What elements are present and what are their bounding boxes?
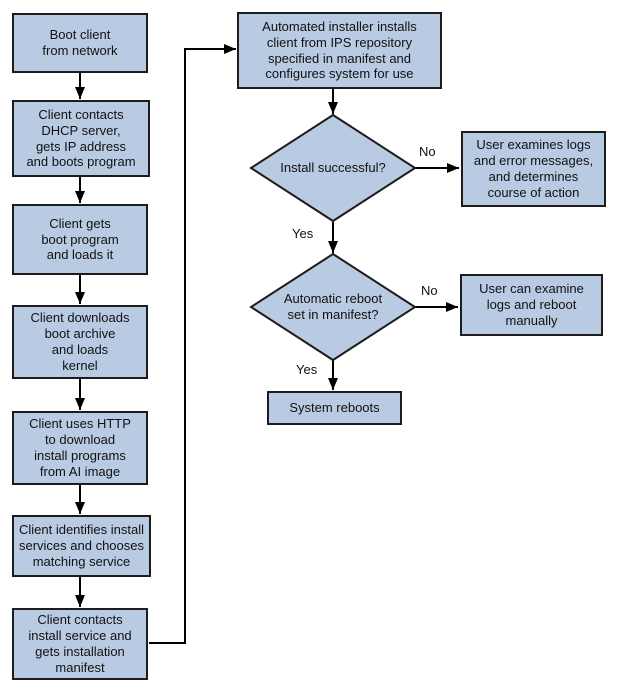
process-examine-logs-label: User examines logs and error messages, a… xyxy=(473,137,594,200)
process-system-reboots-label: System reboots xyxy=(289,400,380,416)
process-contact-service: Client contacts install service and gets… xyxy=(12,608,148,680)
connector-contact-to-installer xyxy=(149,44,236,644)
process-examine-logs: User examines logs and error messages, a… xyxy=(461,131,606,207)
process-boot-archive-label: Client downloads boot archive and loads … xyxy=(30,310,130,373)
process-boot-client-label: Boot client from network xyxy=(42,27,118,58)
process-identify-services-label: Client identifies install services and c… xyxy=(18,522,144,569)
process-http-download-label: Client uses HTTP to download install pro… xyxy=(29,416,131,479)
process-dhcp-label: Client contacts DHCP server, gets IP add… xyxy=(26,106,136,170)
decision-install-successful-label: Install successful? xyxy=(280,160,386,175)
process-automated-installer-label: Automated installer installs client from… xyxy=(262,18,417,82)
process-boot-archive: Client downloads boot archive and loads … xyxy=(12,305,148,379)
decision-auto-reboot-shape xyxy=(249,252,417,362)
process-identify-services: Client identifies install services and c… xyxy=(12,515,151,577)
process-automated-installer: Automated installer installs client from… xyxy=(237,12,442,89)
edge-label-install-yes: Yes xyxy=(292,226,314,241)
process-examine-reboot-label: User can examine logs and reboot manuall… xyxy=(479,281,584,328)
process-contact-service-label: Client contacts install service and gets… xyxy=(28,612,132,675)
edge-label-reboot-no: No xyxy=(421,283,438,298)
process-examine-reboot: User can examine logs and reboot manuall… xyxy=(460,274,603,336)
process-system-reboots: System reboots xyxy=(267,391,402,425)
process-http-download: Client uses HTTP to download install pro… xyxy=(12,411,148,485)
edge-label-install-no: No xyxy=(419,144,436,159)
process-boot-client: Boot client from network xyxy=(12,13,148,73)
decision-auto-reboot-label: Automatic reboot set in manifest? xyxy=(283,291,383,322)
edge-label-reboot-yes: Yes xyxy=(296,362,318,377)
decision-install-successful-shape xyxy=(249,113,417,223)
process-boot-program-label: Client gets boot program and loads it xyxy=(41,215,119,263)
process-dhcp: Client contacts DHCP server, gets IP add… xyxy=(12,100,150,177)
process-boot-program: Client gets boot program and loads it xyxy=(12,204,148,275)
